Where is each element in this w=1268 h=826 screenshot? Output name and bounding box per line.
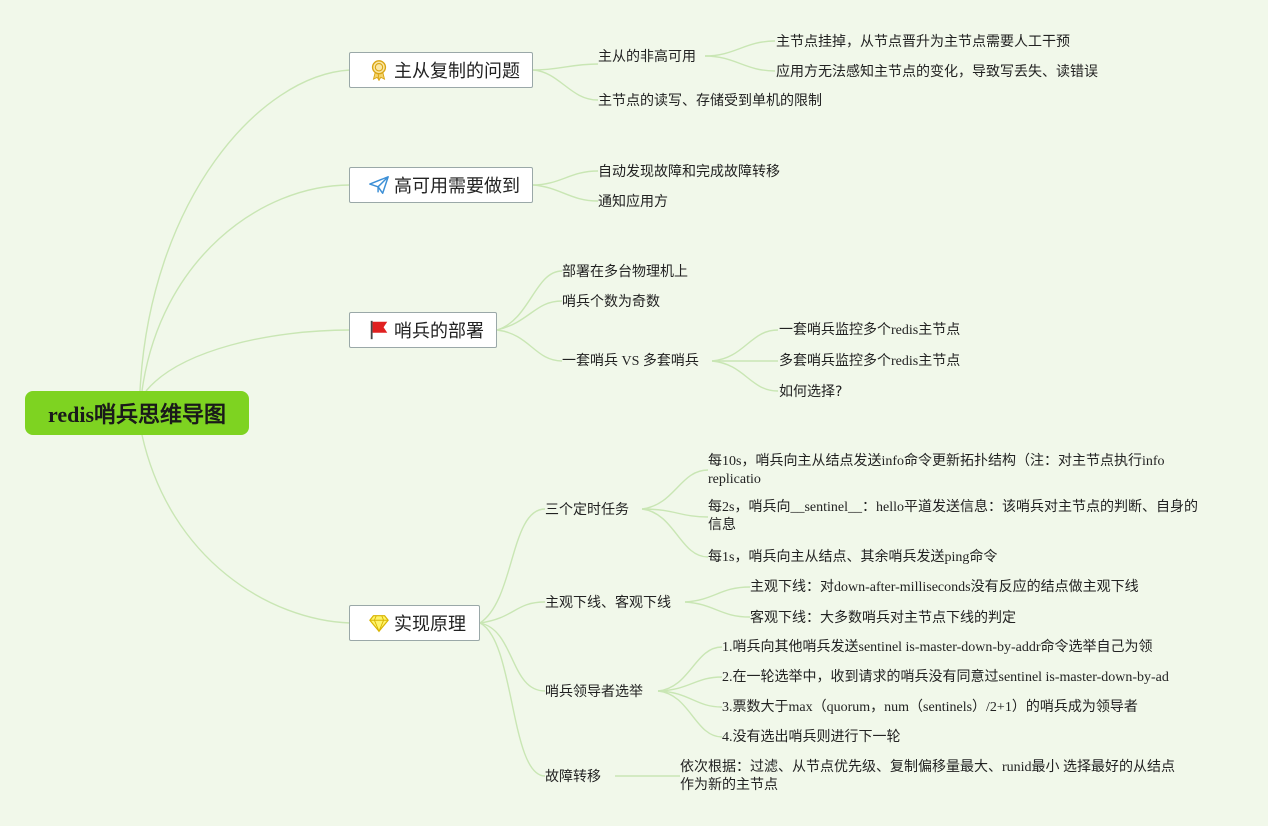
topic-sentinel-deployment[interactable]: 哨兵的部署 — [349, 312, 497, 348]
connector-t3-c2 — [496, 300, 563, 331]
topic-master-slave-issues[interactable]: 主从复制的问题 — [349, 52, 533, 88]
node-one-set-monitor[interactable]: 一套哨兵监控多个redis主节点 — [779, 323, 961, 338]
root-node[interactable]: redis哨兵思维导图 — [25, 391, 249, 435]
topic-high-availability-needs[interactable]: 高可用需要做到 — [349, 167, 533, 203]
connector-t4c2-g1 — [684, 586, 751, 603]
node-subjective-down[interactable]: 主观下线：对down-after-milliseconds没有反应的结点做主观下… — [750, 580, 1139, 595]
node-notify-app[interactable]: 通知应用方 — [598, 194, 668, 210]
node-subjective-objective-down[interactable]: 主观下线、客观下线 — [545, 595, 671, 611]
node-failover-criteria[interactable]: 依次根据：过滤、从节点优先级、复制偏移量最大、runid最小 选择最好的从结点作… — [680, 760, 1176, 793]
node-three-timed-tasks[interactable]: 三个定时任务 — [545, 502, 629, 518]
red-flag-icon — [370, 320, 388, 340]
node-election-step-2[interactable]: 2.在一轮选举中，收到请求的哨兵没有同意过sentinel is-master-… — [722, 670, 1169, 685]
connector-t3c3-g3 — [711, 360, 779, 392]
connector-t2-c1 — [532, 170, 599, 186]
connector-t4c3-g3 — [657, 690, 723, 708]
connector-t4-c3 — [479, 622, 546, 692]
node-failover[interactable]: 故障转移 — [545, 769, 601, 785]
connector-t1c1-g2 — [704, 55, 776, 72]
paper-plane-icon — [369, 176, 389, 194]
connector-t4-c1 — [479, 508, 546, 624]
connector-t4c3-g4 — [657, 690, 723, 738]
node-single-machine-limit[interactable]: 主节点的读写、存储受到单机的限制 — [598, 93, 822, 109]
node-hello-every-2s[interactable]: 每2s，哨兵向__sentinel__：hello平道发送信息：该哨兵对主节点的… — [708, 500, 1198, 533]
node-multi-set-monitor[interactable]: 多套哨兵监控多个redis主节点 — [779, 354, 961, 369]
node-manual-failover[interactable]: 主节点挂掉，从节点晋升为主节点需要人工干预 — [776, 34, 1070, 50]
node-election-step-4[interactable]: 4.没有选出哨兵则进行下一轮 — [722, 730, 901, 745]
node-ping-every-1s[interactable]: 每1s，哨兵向主从结点、其余哨兵发送ping命令 — [708, 550, 998, 565]
topic-label: 实现原理 — [394, 614, 466, 635]
connector-t4c1-g2 — [641, 508, 709, 518]
topic-label: 高可用需要做到 — [394, 176, 520, 197]
topic-label: 哨兵的部署 — [394, 321, 484, 342]
node-auto-failover[interactable]: 自动发现故障和完成故障转移 — [598, 164, 780, 180]
topic-label: 主从复制的问题 — [394, 61, 520, 82]
connector-root-t3 — [145, 329, 351, 392]
award-ribbon-icon — [371, 60, 387, 81]
node-election-step-1[interactable]: 1.哨兵向其他哨兵发送sentinel is-master-down-by-ad… — [722, 640, 1153, 655]
connector-root-t2 — [141, 184, 351, 392]
node-info-every-10s[interactable]: 每10s，哨兵向主从结点发送info命令更新拓扑结构（注：对主节点执行info … — [708, 454, 1165, 487]
diamond-icon — [369, 615, 389, 633]
node-app-unaware[interactable]: 应用方无法感知主节点的变化，导致写丢失、读错误 — [776, 64, 1098, 80]
node-odd-count[interactable]: 哨兵个数为奇数 — [562, 294, 660, 310]
node-how-to-choose[interactable]: 如何选择? — [779, 384, 843, 400]
node-non-high-availability[interactable]: 主从的非高可用 — [598, 49, 696, 65]
connector-t4-c4 — [479, 622, 546, 777]
node-one-vs-many[interactable]: 一套哨兵 VS 多套哨兵 — [562, 354, 699, 369]
connector-root-t1 — [139, 69, 351, 392]
connector-t1-c2 — [532, 69, 599, 101]
connector-root-t4 — [141, 434, 351, 624]
topic-implementation-principle[interactable]: 实现原理 — [349, 605, 480, 641]
connector-t3c3-g1 — [711, 329, 779, 362]
connector-t4c2-g2 — [684, 601, 751, 618]
connector-t4c1-g3 — [641, 508, 709, 558]
connector-t3-c1 — [496, 270, 563, 331]
connector-t4c1-g1 — [641, 469, 709, 510]
node-election-step-3[interactable]: 3.票数大于max（quorum，num（sentinels）/2+1）的哨兵成… — [722, 700, 1138, 715]
connector-t3-c3 — [496, 329, 563, 362]
connector-t1-c1 — [532, 63, 599, 71]
node-objective-down[interactable]: 客观下线：大多数哨兵对主节点下线的判定 — [750, 610, 1016, 626]
connector-t2-c2 — [532, 184, 599, 202]
connector-t1c1-g1 — [704, 40, 776, 57]
node-leader-election[interactable]: 哨兵领导者选举 — [545, 684, 643, 700]
node-multiple-machines[interactable]: 部署在多台物理机上 — [562, 264, 688, 280]
connector-t4-c2 — [479, 601, 546, 624]
connector-t4c3-g2 — [657, 676, 723, 692]
connector-t4c3-g1 — [657, 646, 723, 692]
